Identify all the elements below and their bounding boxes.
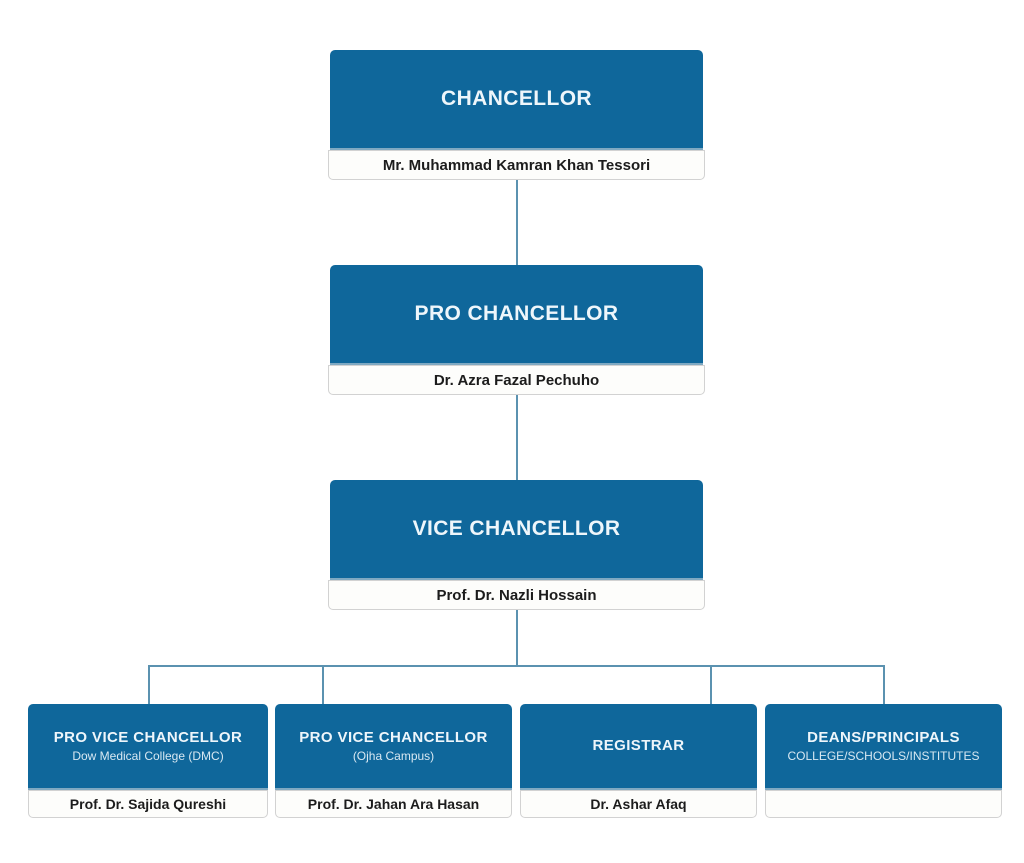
node-deans-principals[interactable]: DEANS/PRINCIPALS COLLEGE/SCHOOLS/INSTITU…: [765, 704, 1002, 818]
connector-drop-registrar: [710, 665, 712, 704]
node-pro-vice-chancellor-dmc-header: PRO VICE CHANCELLOR Dow Medical College …: [28, 704, 268, 790]
node-pro-vice-chancellor-ojha-header: PRO VICE CHANCELLOR (Ojha Campus): [275, 704, 512, 790]
node-registrar[interactable]: REGISTRAR Dr. Ashar Afaq: [520, 704, 757, 818]
connector-drop-deans-principals: [883, 665, 885, 704]
node-pro-chancellor-title: PRO CHANCELLOR: [414, 301, 619, 325]
connector-vice-chancellor-stem: [516, 603, 518, 667]
node-pro-vice-chancellor-dmc[interactable]: PRO VICE CHANCELLOR Dow Medical College …: [28, 704, 268, 818]
node-vice-chancellor-header: VICE CHANCELLOR: [330, 480, 703, 580]
node-pro-chancellor[interactable]: PRO CHANCELLOR Dr. Azra Fazal Pechuho: [328, 265, 705, 395]
node-registrar-name: Dr. Ashar Afaq: [520, 790, 757, 818]
node-registrar-title: REGISTRAR: [592, 737, 685, 755]
node-chancellor[interactable]: CHANCELLOR Mr. Muhammad Kamran Khan Tess…: [328, 50, 705, 180]
node-pro-vice-chancellor-ojha-subtitle: (Ojha Campus): [352, 748, 435, 763]
node-chancellor-title: CHANCELLOR: [441, 86, 592, 110]
connector-pro-chancellor-to-vice-chancellor: [516, 389, 518, 480]
node-chancellor-name: Mr. Muhammad Kamran Khan Tessori: [328, 150, 705, 180]
connector-horizontal-bus: [148, 665, 885, 667]
node-vice-chancellor[interactable]: VICE CHANCELLOR Prof. Dr. Nazli Hossain: [328, 480, 705, 610]
node-deans-principals-subtitle: COLLEGE/SCHOOLS/INSTITUTES: [787, 748, 980, 763]
node-pro-vice-chancellor-ojha-name: Prof. Dr. Jahan Ara Hasan: [275, 790, 512, 818]
node-pro-chancellor-header: PRO CHANCELLOR: [330, 265, 703, 365]
node-pro-vice-chancellor-ojha[interactable]: PRO VICE CHANCELLOR (Ojha Campus) Prof. …: [275, 704, 512, 818]
node-deans-principals-title: DEANS/PRINCIPALS: [807, 728, 960, 746]
node-chancellor-header: CHANCELLOR: [330, 50, 703, 150]
node-deans-principals-name: [765, 790, 1002, 818]
node-registrar-header: REGISTRAR: [520, 704, 757, 790]
connector-drop-pro-vice-chancellor-ojha: [322, 665, 324, 704]
connector-drop-pro-vice-chancellor-dmc: [148, 665, 150, 704]
node-pro-vice-chancellor-dmc-title: PRO VICE CHANCELLOR: [53, 728, 243, 746]
node-pro-vice-chancellor-dmc-subtitle: Dow Medical College (DMC): [72, 748, 224, 763]
connector-chancellor-to-pro-chancellor: [516, 174, 518, 265]
node-pro-vice-chancellor-dmc-name: Prof. Dr. Sajida Qureshi: [28, 790, 268, 818]
node-pro-vice-chancellor-ojha-title: PRO VICE CHANCELLOR: [299, 728, 488, 746]
node-vice-chancellor-title: VICE CHANCELLOR: [412, 516, 621, 540]
node-pro-chancellor-name: Dr. Azra Fazal Pechuho: [328, 365, 705, 395]
node-deans-principals-header: DEANS/PRINCIPALS COLLEGE/SCHOOLS/INSTITU…: [765, 704, 1002, 790]
node-vice-chancellor-name: Prof. Dr. Nazli Hossain: [328, 580, 705, 610]
